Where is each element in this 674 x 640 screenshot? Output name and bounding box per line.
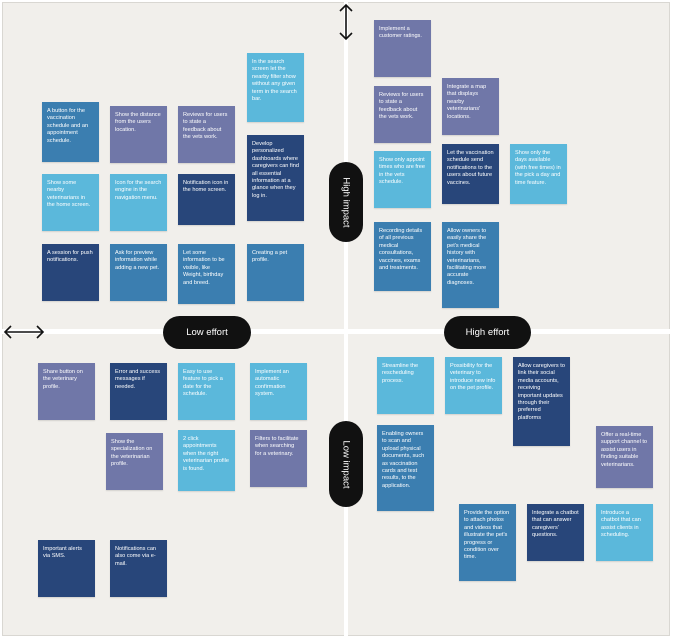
sticky-note-text: Show some nearby veterinarians in the ho…	[47, 180, 91, 209]
sticky-note[interactable]: Streamline the rescheduling process.	[377, 357, 434, 414]
sticky-note[interactable]: Introduce a chatbot that can assist clie…	[596, 504, 653, 561]
high-effort-label: High effort	[444, 316, 531, 349]
sticky-note[interactable]: Integrate a map that displays nearby vet…	[442, 78, 499, 135]
sticky-note-text: Ask for preview information while adding…	[115, 250, 160, 271]
sticky-note[interactable]: In the search screen let the nearby filt…	[247, 53, 304, 122]
sticky-note-text: Possibility for the veterinary to introd…	[450, 363, 496, 392]
sticky-note-text: Implement a customer ratings.	[379, 26, 422, 40]
sticky-note-text: Provide the option to attach photos and …	[464, 510, 510, 561]
sticky-note-text: Enabling owners to scan and upload physi…	[382, 431, 425, 489]
sticky-note[interactable]: Icon for the search engine in the naviga…	[110, 174, 167, 231]
sticky-note-text: Streamline the rescheduling process.	[382, 363, 419, 384]
sticky-note[interactable]: Ask for preview information while adding…	[110, 244, 167, 301]
sticky-note[interactable]: Reviews for users to state a feedback ab…	[374, 86, 431, 143]
low-impact-text: Low impact	[340, 439, 352, 489]
low-effort-label: Low effort	[163, 316, 251, 349]
sticky-note[interactable]: Recording details of all previous medica…	[374, 222, 431, 291]
sticky-note-text: Show only appoint times who are free in …	[379, 157, 426, 186]
sticky-note[interactable]: Show some nearby veterinarians in the ho…	[42, 174, 99, 231]
sticky-note-text: Implement an automatic confirmation syst…	[255, 369, 289, 398]
sticky-note[interactable]: Easy to use feature to pick a date for t…	[178, 363, 235, 420]
sticky-note-text: Important alerts via SMS.	[43, 546, 82, 560]
sticky-note[interactable]: Offer a real-time support channel to ass…	[596, 426, 653, 488]
sticky-note[interactable]: Creating a pet profile.	[247, 244, 304, 301]
high-effort-text: High effort	[465, 327, 510, 338]
sticky-note-text: Let some information to be visible, like…	[183, 250, 225, 286]
sticky-note[interactable]: A button for the vaccination schedule an…	[42, 102, 99, 162]
sticky-note-text: 2 click appointments when the right vete…	[183, 436, 230, 472]
sticky-note-text: Integrate a map that displays nearby vet…	[447, 84, 487, 120]
sticky-note-text: Show the distance from the users locatio…	[115, 112, 161, 133]
sticky-note-text: Easy to use feature to pick a date for t…	[183, 369, 223, 398]
sticky-note[interactable]: Let some information to be visible, like…	[178, 244, 235, 304]
sticky-note[interactable]: 2 click appointments when the right vete…	[178, 430, 235, 491]
sticky-note[interactable]: Possibility for the veterinary to introd…	[445, 357, 502, 414]
sticky-note[interactable]: Enabling owners to scan and upload physi…	[377, 425, 434, 511]
sticky-note-text: Error and success messages if needed.	[115, 369, 161, 390]
sticky-note[interactable]: Error and success messages if needed.	[110, 363, 167, 420]
sticky-note-text: Reviews for users to state a feedback ab…	[379, 92, 424, 121]
sticky-note-text: Show the specialization on the veterinar…	[111, 439, 153, 468]
sticky-note[interactable]: Important alerts via SMS.	[38, 540, 95, 597]
sticky-note[interactable]: Show only appoint times who are free in …	[374, 151, 431, 208]
sticky-note[interactable]: Implement an automatic confirmation syst…	[250, 363, 307, 420]
sticky-note-text: Filters to facilitate when searching for…	[255, 436, 299, 457]
sticky-note[interactable]: Allow caregivers to link their social me…	[513, 357, 570, 446]
sticky-note-text: Offer a real-time support channel to ass…	[601, 432, 648, 468]
sticky-note[interactable]: Notifications can also come via e-mail.	[110, 540, 167, 597]
high-impact-label: High impact	[329, 162, 363, 242]
high-impact-text: High impact	[340, 176, 352, 228]
sticky-note-text: Notification icon in the home screen.	[183, 180, 229, 194]
sticky-note-text: Develop personalized dashboards where ca…	[252, 141, 299, 199]
sticky-note[interactable]: Integrate a chatbot that can answer care…	[527, 504, 584, 561]
sticky-note[interactable]: Show the distance from the users locatio…	[110, 106, 167, 163]
low-effort-text: Low effort	[186, 327, 228, 338]
sticky-note[interactable]: Notification icon in the home screen.	[178, 174, 235, 225]
horizontal-divider	[2, 329, 670, 334]
sticky-note-text: In the search screen let the nearby filt…	[252, 59, 297, 103]
sticky-note-text: Let the vaccination schedule send notifi…	[447, 150, 494, 186]
sticky-note-text: Icon for the search engine in the naviga…	[115, 180, 162, 201]
sticky-note[interactable]: A session for push notifications.	[42, 244, 99, 301]
sticky-note[interactable]: Implement a customer ratings.	[374, 20, 431, 77]
sticky-note-text: Recording details of all previous medica…	[379, 228, 423, 272]
sticky-note[interactable]: Show only the days available (with free …	[510, 144, 567, 204]
low-impact-label: Low impact	[329, 421, 363, 507]
sticky-note-text: Introduce a chatbot that can assist clie…	[601, 510, 641, 539]
sticky-note[interactable]: Reviews for users to state a feedback ab…	[178, 106, 235, 163]
sticky-note[interactable]: Develop personalized dashboards where ca…	[247, 135, 304, 221]
sticky-note[interactable]: Let the vaccination schedule send notifi…	[442, 144, 499, 204]
sticky-note[interactable]: Show the specialization on the veterinar…	[106, 433, 163, 490]
sticky-note[interactable]: Filters to facilitate when searching for…	[250, 430, 307, 487]
vertical-divider	[344, 2, 348, 636]
sticky-note-text: A button for the vaccination schedule an…	[47, 108, 89, 144]
sticky-note-text: Allow caregivers to link their social me…	[518, 363, 565, 421]
sticky-note-text: A session for push notifications.	[47, 250, 93, 264]
sticky-note-text: Reviews for users to state a feedback ab…	[183, 112, 228, 141]
sticky-note-text: Show only the days available (with free …	[515, 150, 561, 186]
sticky-note[interactable]: Provide the option to attach photos and …	[459, 504, 516, 581]
sticky-note[interactable]: Share button on the veterinary profile.	[38, 363, 95, 420]
horizontal-double-arrow-icon	[3, 325, 45, 339]
sticky-note[interactable]: Allow owners to easily share the pet's m…	[442, 222, 499, 308]
vertical-double-arrow-icon	[339, 3, 353, 41]
sticky-note-text: Integrate a chatbot that can answer care…	[532, 510, 579, 539]
sticky-note-text: Allow owners to easily share the pet's m…	[447, 228, 487, 286]
sticky-note-text: Creating a pet profile.	[252, 250, 288, 264]
sticky-note-text: Share button on the veterinary profile.	[43, 369, 83, 390]
sticky-note-text: Notifications can also come via e-mail.	[115, 546, 157, 567]
